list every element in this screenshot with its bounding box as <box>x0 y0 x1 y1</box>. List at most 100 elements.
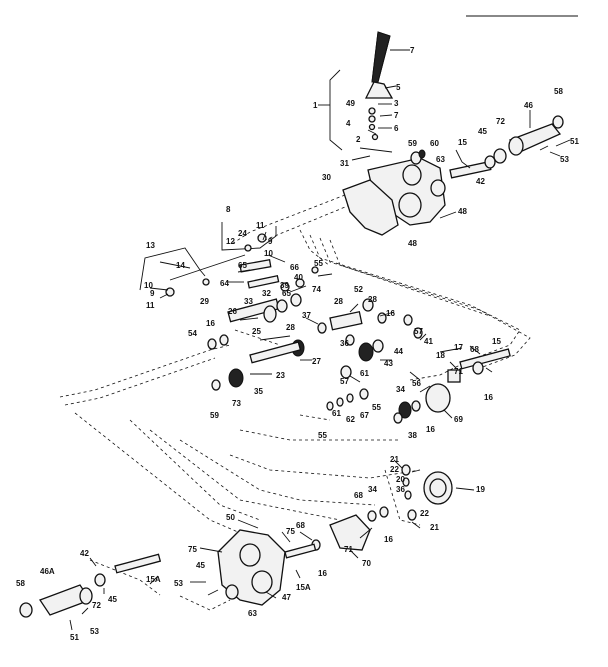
washer-45b <box>94 573 106 587</box>
spacer-72 <box>493 148 507 164</box>
label-39: 39 <box>280 281 289 290</box>
label-51b: 51 <box>70 633 79 642</box>
washer-28 <box>362 298 374 312</box>
label-37: 37 <box>302 311 311 320</box>
label-44: 44 <box>394 347 403 356</box>
washer-16b <box>377 312 387 324</box>
washer-45 <box>484 155 496 169</box>
housing-bore-top <box>402 164 422 186</box>
shaft-23 <box>249 341 302 364</box>
washer-62 <box>346 393 354 403</box>
label-5: 5 <box>396 83 401 92</box>
label-25: 25 <box>252 327 261 336</box>
gear-33 <box>263 305 277 323</box>
washer-22 <box>402 477 410 487</box>
label-16e: 16 <box>384 535 393 544</box>
bearing-67 <box>359 388 369 400</box>
shaft-28 <box>329 310 363 331</box>
label-45b: 45 <box>196 561 205 570</box>
label-15: 15 <box>458 138 467 147</box>
label-24: 24 <box>238 229 247 238</box>
label-72b: 72 <box>92 601 101 610</box>
shift-lever-body <box>371 31 391 83</box>
label-59b: 59 <box>210 411 219 420</box>
housing-bore-47 <box>239 543 261 567</box>
washer-56 <box>393 412 403 424</box>
label-65b: 65 <box>282 289 291 298</box>
housing-70 <box>329 514 371 551</box>
shifter-assembly <box>329 31 394 153</box>
washer-43 <box>372 339 384 353</box>
label-68b: 68 <box>354 491 363 500</box>
label-42: 42 <box>476 177 485 186</box>
label-47: 47 <box>282 593 291 602</box>
label-48b: 48 <box>408 239 417 248</box>
shift-rail <box>239 259 272 273</box>
label-48: 48 <box>458 207 467 216</box>
label-28c: 28 <box>286 323 295 332</box>
bevel-gear <box>398 401 412 419</box>
label-75: 75 <box>286 527 295 536</box>
label-45c: 45 <box>108 595 117 604</box>
label-16c: 16 <box>484 393 493 402</box>
label-63b: 63 <box>248 609 257 618</box>
label-32: 32 <box>262 289 271 298</box>
part-labels: 7 5 49 1 3 7 4 6 2 31 59 60 63 15 45 72 … <box>16 46 579 642</box>
label-57b: 57 <box>340 377 349 386</box>
label-68c: 68 <box>296 521 305 530</box>
washer-37 <box>317 322 327 334</box>
label-45: 45 <box>478 127 487 136</box>
label-55c: 55 <box>318 431 327 440</box>
label-2: 2 <box>356 135 361 144</box>
bearing-63 <box>430 179 446 197</box>
washer-36 <box>345 334 355 346</box>
label-55b: 55 <box>372 403 381 412</box>
label-66: 66 <box>290 263 299 272</box>
axle-15A-left <box>114 553 162 574</box>
washer-68b <box>367 510 377 522</box>
washer-22b <box>407 509 417 521</box>
label-64: 64 <box>220 279 229 288</box>
label-53: 53 <box>560 155 569 164</box>
label-36: 36 <box>340 339 349 348</box>
label-10: 10 <box>264 249 273 258</box>
label-40: 40 <box>294 273 303 282</box>
label-75b: 75 <box>188 545 197 554</box>
bearing-63b <box>225 584 239 600</box>
label-10b: 10 <box>144 281 153 290</box>
washer-55 <box>311 266 319 274</box>
washer-54 <box>207 338 217 350</box>
housing-bore-47b <box>251 570 273 594</box>
label-34: 34 <box>396 385 405 394</box>
label-35: 35 <box>254 387 263 396</box>
label-49: 49 <box>346 99 355 108</box>
label-53b: 53 <box>90 627 99 636</box>
label-22b: 22 <box>420 509 429 518</box>
label-53: 53 <box>174 579 183 588</box>
label-33: 33 <box>244 297 253 306</box>
washer-32 <box>276 299 288 313</box>
label-9: 9 <box>268 237 273 246</box>
washer-16 <box>219 334 229 346</box>
label-34b: 34 <box>368 485 377 494</box>
label-41: 41 <box>424 337 433 346</box>
label-16b: 16 <box>206 319 215 328</box>
gear-train <box>207 293 423 411</box>
washer-21 <box>401 464 411 476</box>
label-23: 23 <box>276 371 285 380</box>
label-26: 26 <box>228 307 237 316</box>
label-57: 57 <box>414 327 423 336</box>
label-28b: 28 <box>368 295 377 304</box>
label-20: 20 <box>396 475 405 484</box>
detent-ball <box>368 123 376 131</box>
axle-flange <box>508 136 524 156</box>
label-29: 29 <box>200 297 209 306</box>
label-70: 70 <box>362 559 371 568</box>
label-68: 68 <box>470 345 479 354</box>
label-4: 4 <box>346 119 351 128</box>
label-14: 14 <box>176 261 185 270</box>
label-38: 38 <box>408 431 417 440</box>
bearing-58b <box>19 602 33 618</box>
label-71: 71 <box>454 367 463 376</box>
